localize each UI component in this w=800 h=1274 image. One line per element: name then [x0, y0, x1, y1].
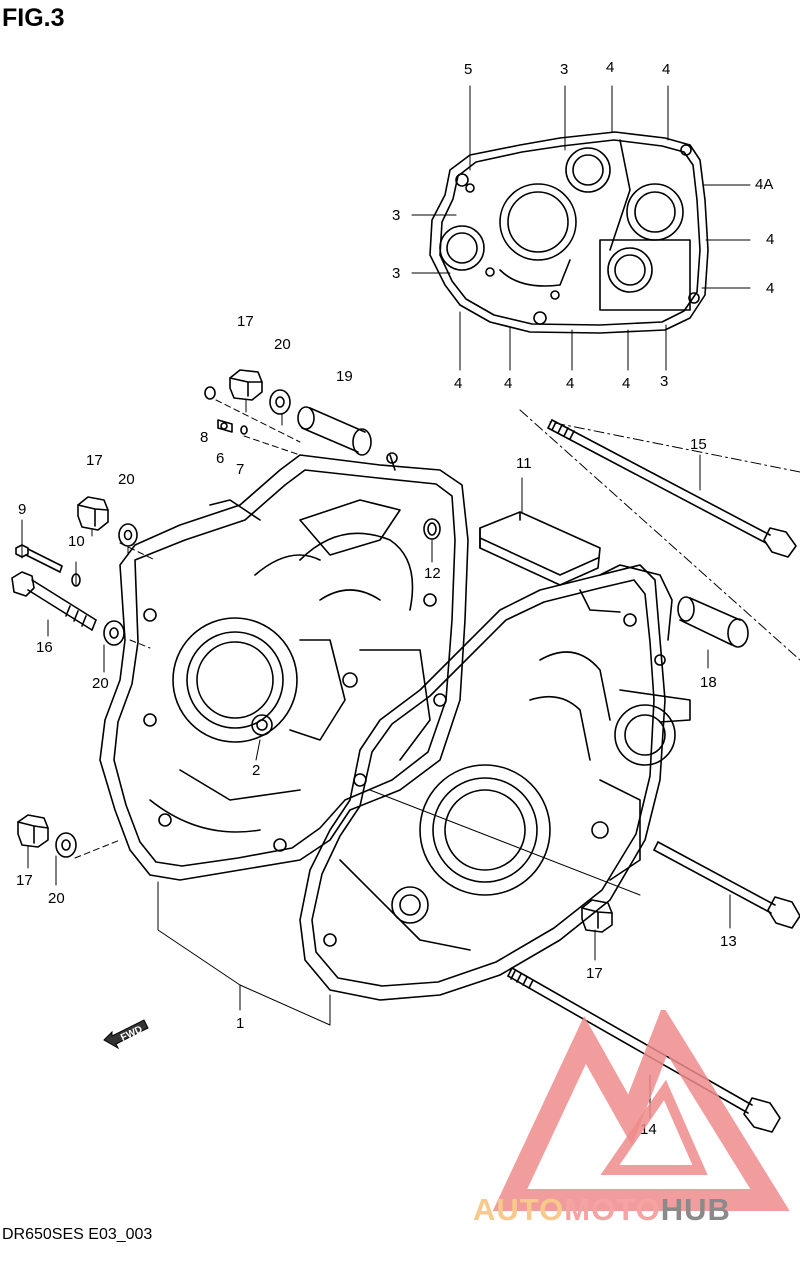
callout-9: 9 [18, 501, 27, 518]
fwd-label: FWD [119, 1024, 144, 1044]
washer-20-mid [103, 620, 125, 646]
washer-20-left [118, 523, 138, 547]
watermark-moto: MOTO [564, 1192, 661, 1227]
watermark-auto: AUTO [473, 1192, 565, 1227]
callout-17: 17 [86, 452, 103, 469]
callout-4: 4 [566, 375, 575, 392]
bolt-15 [547, 419, 797, 558]
callout-4: 4 [454, 375, 463, 392]
callout-20: 20 [118, 471, 135, 488]
callout-17: 17 [16, 872, 33, 889]
callout-5: 5 [464, 61, 473, 78]
bolt-16 [11, 571, 97, 631]
left-crankcase-half [99, 452, 469, 881]
callout-1: 1 [236, 1015, 245, 1032]
watermark-text: AUTOMOTOHUB [473, 1192, 731, 1228]
callout-13: 13 [720, 933, 737, 950]
figure-title: FIG.3 [2, 4, 65, 32]
bolt-13 [653, 841, 800, 929]
callout-17: 17 [237, 313, 254, 330]
bolt-9 [15, 544, 63, 573]
o-ring-12 [423, 518, 441, 540]
nut-17-bottom-left [17, 814, 49, 848]
washer-20-bottom [55, 832, 77, 858]
callout-4: 4 [504, 375, 513, 392]
callout-8: 8 [200, 429, 209, 446]
callout-3: 3 [560, 61, 569, 78]
dowel-pin-19 [297, 406, 372, 456]
leader-lines [21, 85, 800, 1119]
callout-17: 17 [586, 965, 603, 982]
right-crankcase-half [299, 564, 691, 1001]
o-ring-7 [240, 425, 248, 435]
callout-4: 4 [606, 59, 615, 76]
callout-20: 20 [92, 675, 109, 692]
callout-4: 4 [622, 375, 631, 392]
oil-jet-6 [217, 419, 233, 433]
callout-20: 20 [48, 890, 65, 907]
callout-10: 10 [68, 533, 85, 550]
callout-20: 20 [274, 336, 291, 353]
callout-2: 2 [252, 762, 261, 779]
callout-3: 3 [392, 207, 401, 224]
callout-11: 11 [516, 455, 532, 472]
callout-4: 4 [766, 280, 775, 297]
callout-16: 16 [36, 639, 53, 656]
callout-12: 12 [424, 565, 441, 582]
callout-4a: 4A [755, 176, 774, 193]
figure-code: DR650SES E03_003 [2, 1226, 153, 1243]
callout-4: 4 [766, 231, 775, 248]
callout-3: 3 [392, 265, 401, 282]
nut-17-bottom-right [581, 899, 613, 933]
nut-17-left [77, 496, 109, 531]
automotohub-logo-icon [492, 1010, 790, 1211]
oil-jet-8 [204, 386, 216, 400]
callout-15: 15 [690, 436, 707, 453]
oil-strainer-plate [479, 511, 601, 586]
washer-20-top [269, 389, 291, 415]
forward-arrow-icon: FWD [103, 1019, 149, 1050]
callout-18: 18 [700, 674, 717, 691]
callout-7: 7 [236, 461, 245, 478]
callout-4: 4 [662, 61, 671, 78]
nut-17-top [229, 369, 263, 401]
watermark-hub: HUB [660, 1192, 731, 1227]
dowel-pin-18 [677, 596, 749, 648]
crankcase-gasket [429, 131, 709, 334]
callout-6: 6 [216, 450, 225, 467]
callout-19: 19 [336, 368, 353, 385]
callout-3: 3 [660, 373, 669, 390]
